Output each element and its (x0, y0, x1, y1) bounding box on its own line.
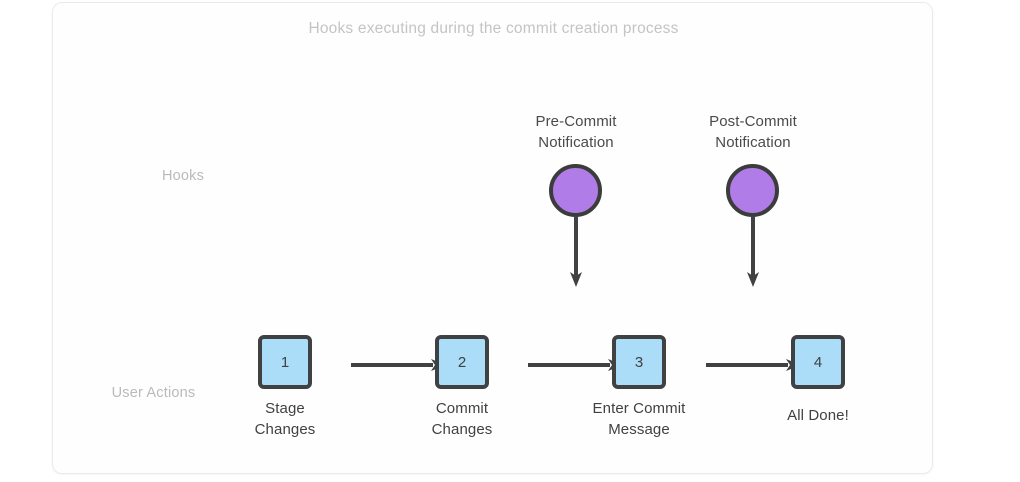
row-label-user-actions: User Actions (111, 385, 196, 401)
step-number-2: 2 (457, 353, 467, 371)
step-caption-line2: Message (608, 421, 670, 438)
hook-label-pre-commit: Pre-Commit Notification (496, 111, 656, 153)
step-caption-4: All Done! (743, 405, 893, 426)
hook-circle-pre-commit (549, 164, 602, 217)
hook-arrow-down-pre-commit (570, 216, 582, 287)
hook-label-line2: Notification (538, 134, 614, 151)
step-number-3: 3 (634, 353, 644, 371)
step-caption-1: Stage Changes (210, 398, 360, 440)
step-caption-line1: Enter Commit (592, 400, 686, 417)
step-arrow-2-to-3 (528, 359, 623, 371)
step-box-3: 3 (612, 335, 666, 389)
step-box-1: 1 (258, 335, 312, 389)
step-box-2: 2 (435, 335, 489, 389)
hook-circle-post-commit (726, 164, 779, 217)
step-caption-line1: Commit (435, 400, 489, 417)
step-caption-3: Enter Commit Message (564, 398, 714, 440)
hook-arrow-down-post-commit (747, 216, 759, 287)
hook-label-line1: Post-Commit (709, 113, 797, 130)
step-box-4: 4 (791, 335, 845, 389)
hook-label-post-commit: Post-Commit Notification (673, 111, 833, 153)
hook-label-line1: Pre-Commit (535, 113, 617, 130)
step-caption-line2: Changes (254, 421, 316, 438)
diagram-title: Hooks executing during the commit creati… (308, 20, 679, 37)
row-label-hooks: Hooks (161, 168, 205, 184)
step-number-1: 1 (280, 353, 290, 371)
step-arrow-1-to-2 (351, 359, 446, 371)
hook-label-line2: Notification (715, 134, 791, 151)
step-number-4: 4 (813, 353, 823, 371)
step-caption-2: Commit Changes (387, 398, 537, 440)
step-caption-line1: Stage (265, 400, 305, 417)
step-arrow-3-to-4 (706, 359, 801, 371)
diagram-card: Hooks executing during the commit creati… (52, 2, 933, 474)
step-caption-line2: Changes (431, 421, 493, 438)
step-caption-line1: All Done! (787, 407, 849, 424)
